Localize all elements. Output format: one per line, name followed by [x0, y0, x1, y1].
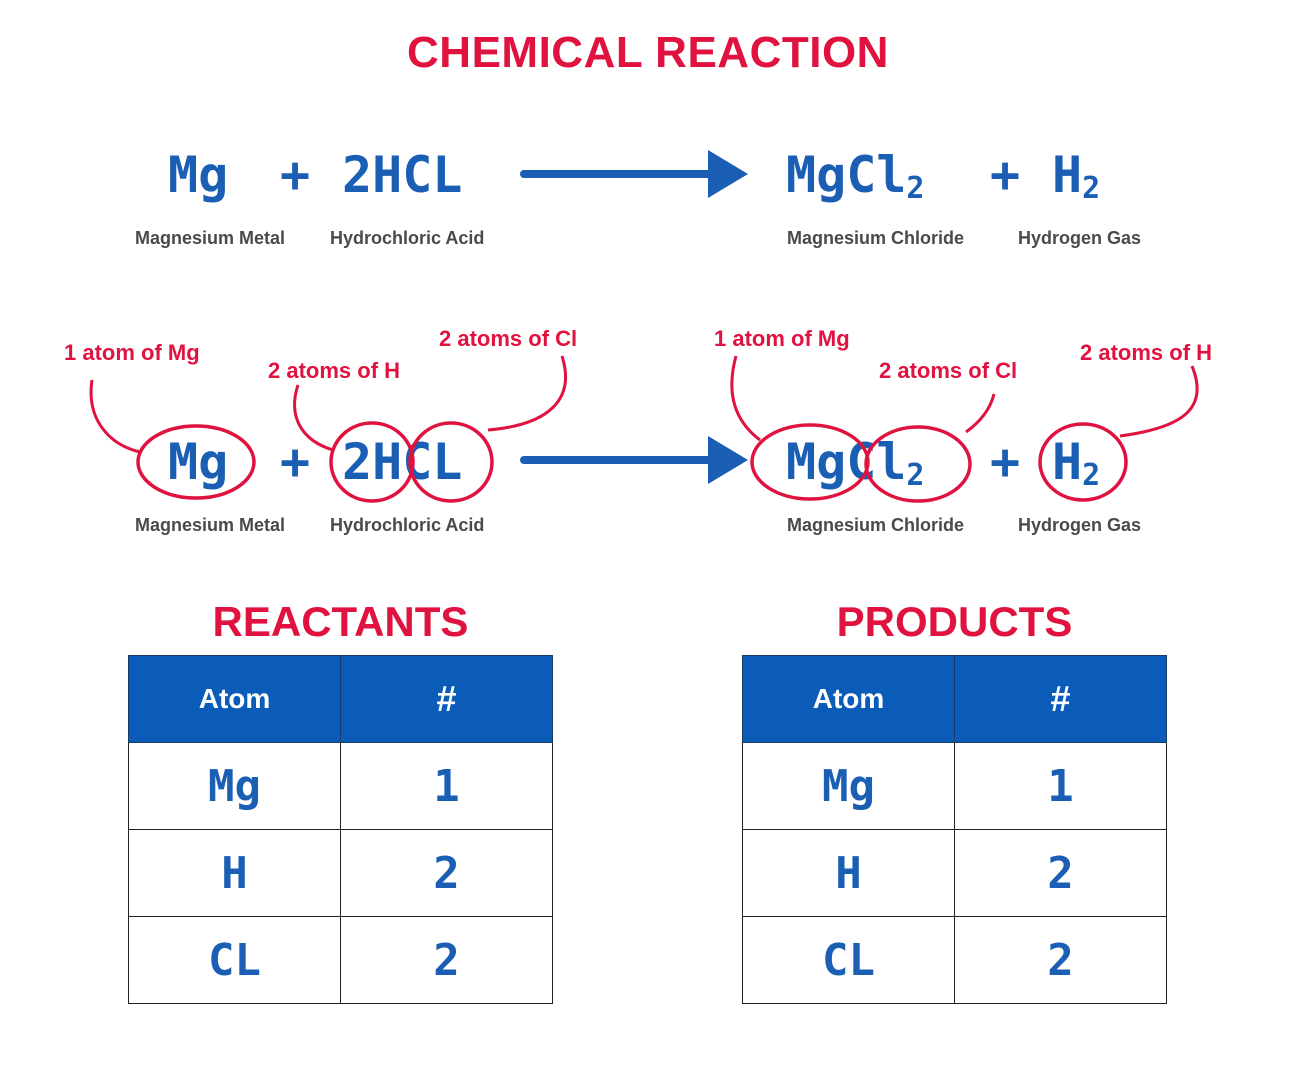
eq2-product-h2: H2 [1052, 437, 1100, 491]
page-title: CHEMICAL REACTION [407, 28, 889, 77]
reactants-table: Atom # Mg 1 H 2 CL 2 [128, 655, 553, 1004]
products-atom-cell: H [742, 829, 955, 917]
eq1-plus-2: + [990, 146, 1021, 204]
leader-product-h [1119, 365, 1199, 438]
eq2-product-h2-main: H [1052, 433, 1083, 491]
annotation-reactant-mg: 1 atom of Mg [64, 340, 200, 365]
annotation-reactant-h: 2 atoms of H [268, 358, 401, 383]
table-row: H 2 [128, 829, 553, 917]
reactants-header-row: Atom # [128, 655, 553, 743]
reactants-atom-cell: H [128, 829, 341, 917]
products-atom-cell: Mg [742, 742, 955, 830]
eq1-product-h2-sub: 2 [1082, 171, 1101, 206]
reactants-atom-cell: CL [128, 916, 341, 1004]
eq1-product-mgcl2: MgCl2 [786, 150, 924, 204]
leader-reactant-cl [487, 355, 568, 432]
reactants-atom-cell: Mg [128, 742, 341, 830]
eq1-product-mgcl2-main: MgCl [786, 146, 907, 204]
eq2-label-magnesium-metal: Magnesium Metal [135, 515, 286, 535]
eq1-product-h2: H2 [1052, 150, 1100, 204]
products-header-atom: Atom [742, 655, 955, 743]
eq1-label-hydrogen-gas: Hydrogen Gas [1018, 228, 1142, 248]
reactants-count-cell: 1 [340, 742, 553, 830]
table-row: Mg 1 [742, 742, 1167, 830]
eq1-reactant-mg: Mg [168, 146, 229, 204]
eq2-product-mgcl2: MgCl2 [786, 437, 924, 491]
reaction-arrow-1 [520, 150, 748, 198]
table-row: CL 2 [742, 916, 1167, 1004]
eq1-label-hydrochloric-acid: Hydrochloric Acid [330, 228, 485, 248]
products-title: PRODUCTS [836, 598, 1073, 645]
leader-reactant-mg [89, 379, 141, 454]
eq2-label-hydrochloric-acid: Hydrochloric Acid [330, 515, 485, 535]
eq2-label-magnesium-chloride: Magnesium Chloride [787, 515, 965, 535]
eq2-product-mgcl2-sub: 2 [906, 458, 925, 493]
table-row: CL 2 [128, 916, 553, 1004]
eq2-plus-2: + [990, 433, 1021, 491]
eq2-product-mgcl2-main: MgCl [786, 433, 907, 491]
eq2-product-h2-sub: 2 [1082, 458, 1101, 493]
reactants-header-count: # [340, 655, 553, 743]
annotation-product-cl: 2 atoms of Cl [879, 358, 1018, 383]
annotation-reactant-cl: 2 atoms of Cl [439, 326, 578, 351]
eq1-product-mgcl2-sub: 2 [906, 171, 925, 206]
annotation-product-h: 2 atoms of H [1080, 340, 1213, 365]
eq2-plus: + [280, 433, 311, 491]
eq2-reactant-mg: Mg [168, 433, 229, 491]
eq1-plus: + [280, 146, 311, 204]
eq1-label-magnesium-metal: Magnesium Metal [135, 228, 286, 248]
eq1-product-h2-main: H [1052, 146, 1083, 204]
products-count-cell: 2 [954, 829, 1167, 917]
table-row: H 2 [742, 829, 1167, 917]
leader-product-cl [965, 393, 996, 434]
eq2-label-hydrogen-gas: Hydrogen Gas [1018, 515, 1142, 535]
products-header-row: Atom # [742, 655, 1167, 743]
eq1-label-magnesium-chloride: Magnesium Chloride [787, 228, 965, 248]
products-count-cell: 1 [954, 742, 1167, 830]
reaction-arrow-2 [520, 436, 748, 484]
products-count-cell: 2 [954, 916, 1167, 1004]
reactants-count-cell: 2 [340, 829, 553, 917]
reactants-header-atom: Atom [128, 655, 341, 743]
products-header-count: # [954, 655, 1167, 743]
products-table: Atom # Mg 1 H 2 CL 2 [742, 655, 1167, 1004]
eq1-reactant-hcl: 2HCL [342, 146, 463, 204]
eq2-reactant-hcl: 2HCL [342, 433, 463, 491]
table-row: Mg 1 [128, 742, 553, 830]
products-atom-cell: CL [742, 916, 955, 1004]
reactants-count-cell: 2 [340, 916, 553, 1004]
reactants-title: REACTANTS [212, 598, 469, 645]
leader-product-mg [730, 355, 761, 442]
annotation-product-mg: 1 atom of Mg [714, 326, 850, 351]
